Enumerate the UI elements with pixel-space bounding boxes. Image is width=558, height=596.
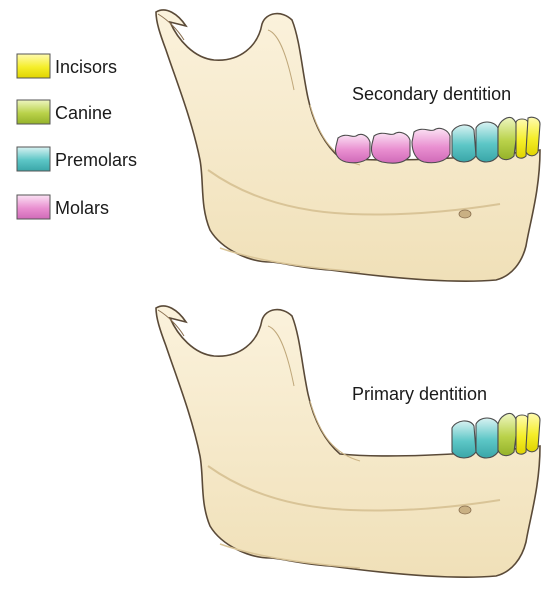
- incisors-swatch: [16, 53, 51, 79]
- premolar-tooth: [451, 420, 477, 459]
- legend-label-premolars: Premolars: [55, 150, 137, 170]
- premolar-tooth: [475, 121, 499, 163]
- primary-teeth: [451, 412, 541, 459]
- incisor-tooth: [525, 412, 541, 453]
- incisor-tooth: [515, 414, 529, 455]
- caption-secondary-dentition: Secondary dentition: [352, 84, 511, 104]
- premolar-tooth: [475, 417, 499, 459]
- canine-tooth: [497, 412, 518, 457]
- molars-swatch: [16, 194, 51, 220]
- legend-item-incisors: Incisors: [16, 53, 117, 79]
- secondary-teeth: [334, 116, 541, 164]
- premolar-tooth: [451, 124, 477, 163]
- caption-primary-dentition: Primary dentition: [352, 384, 487, 404]
- legend-item-molars: Molars: [16, 194, 109, 220]
- canine-swatch: [16, 99, 51, 125]
- legend-item-canine: Canine: [16, 99, 112, 125]
- legend-label-incisors: Incisors: [55, 57, 117, 77]
- secondary-dentition-diagram: Secondary dentition: [155, 8, 541, 283]
- legend-label-molars: Molars: [55, 198, 109, 218]
- incisor-tooth: [515, 118, 529, 159]
- legend-item-premolars: Premolars: [16, 146, 137, 172]
- incisor-tooth: [525, 116, 541, 157]
- molar-tooth: [411, 127, 451, 164]
- molar-tooth: [370, 131, 411, 164]
- legend-label-canine: Canine: [55, 103, 112, 123]
- molar-tooth: [334, 133, 371, 164]
- canine-tooth: [497, 116, 518, 161]
- legend: Incisors Canine Premolars Molars: [16, 53, 137, 220]
- primary-dentition-diagram: Primary dentition: [155, 304, 541, 579]
- premolars-swatch: [16, 146, 51, 172]
